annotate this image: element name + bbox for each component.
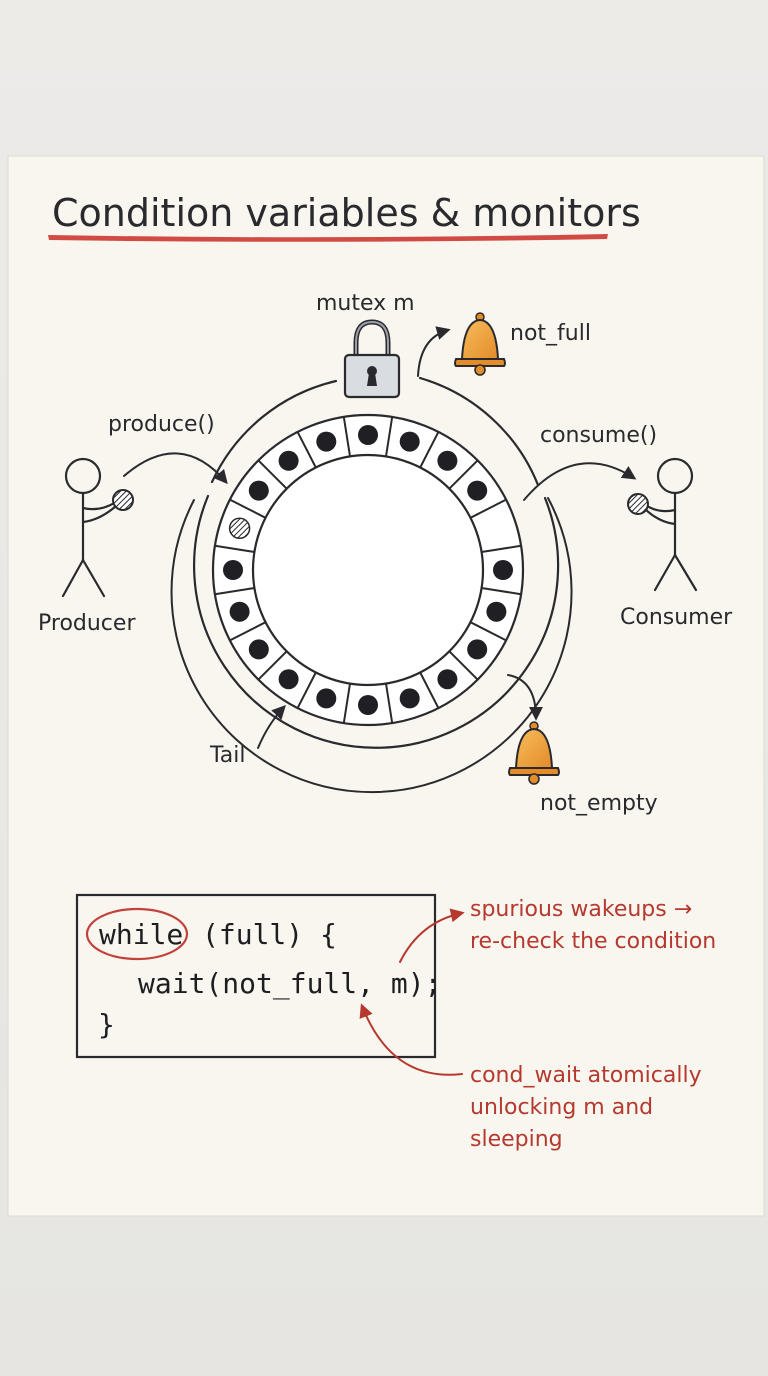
lock-icon <box>343 319 401 399</box>
producer-item-icon <box>112 489 134 511</box>
buffer-slot-item <box>223 560 243 580</box>
code-while-keyword: while <box>99 918 183 951</box>
buffer-slot-divider <box>257 459 288 490</box>
buffer-slot-item <box>278 450 299 471</box>
buffer-slot-item <box>467 639 488 660</box>
not-full-bell-icon <box>454 312 506 376</box>
buffer-slot-item <box>437 669 458 690</box>
produce-arrow <box>123 452 228 485</box>
produce-label: produce() <box>108 412 215 437</box>
buffer-slot-item <box>358 425 378 445</box>
buffer-slot-divider <box>385 416 394 457</box>
buffer-slot-divider <box>229 621 266 642</box>
buffer-inner-edge <box>251 453 485 687</box>
buffer-slot-divider <box>342 416 351 457</box>
buffer-slot-divider <box>214 587 255 596</box>
tail-label: Tail <box>209 743 246 768</box>
buffer-slot-item <box>437 450 458 471</box>
code-line1-rest: (full) { <box>202 918 337 951</box>
buffer-slot-divider <box>342 683 351 724</box>
buffer-slot-item <box>316 431 337 452</box>
spurious-note-line2: re-check the condition <box>470 929 716 954</box>
buffer-slot-item <box>316 688 337 709</box>
monitor-ring <box>170 376 573 794</box>
buffer-slot-item <box>248 480 269 501</box>
buffer-slot-divider <box>448 459 479 490</box>
buffer-slot-divider <box>419 431 440 468</box>
title-underline <box>48 234 608 242</box>
buffer-slot-item <box>399 431 420 452</box>
producer-label: Producer <box>38 611 136 636</box>
code-box <box>75 893 437 1059</box>
condwait-note-line3: sleeping <box>470 1127 563 1152</box>
buffer-slot-divider <box>296 672 317 709</box>
consumer-label: Consumer <box>620 605 733 630</box>
buffer-slot-divider <box>481 587 522 596</box>
buffer-slot-item <box>358 695 378 715</box>
consumer-item-icon <box>627 493 649 515</box>
not-empty-arrow <box>507 674 543 721</box>
buffer-slot-divider <box>229 498 266 519</box>
buffer-slot-divider <box>385 683 394 724</box>
consume-label: consume() <box>540 423 657 448</box>
not-full-label: not_full <box>510 321 591 346</box>
buffer-slot-divider <box>470 621 507 642</box>
condwait-note-line1: cond_wait atomically <box>470 1063 702 1088</box>
not-full-arrow <box>417 326 451 377</box>
buffer-slot-divider <box>257 650 288 681</box>
buffer-slot-divider <box>419 672 440 709</box>
buffer-slot-item <box>229 601 250 622</box>
buffer-slot-item-hatched <box>228 517 251 540</box>
consumer-figure <box>642 457 698 592</box>
page-title: Condition variables & monitors <box>52 191 641 235</box>
spurious-arrow <box>399 908 465 963</box>
code-line3: } <box>98 1008 115 1041</box>
buffer-slot-divider <box>296 431 317 468</box>
buffer-slot-divider <box>448 650 479 681</box>
buffer-slot-item <box>486 601 507 622</box>
condwait-note-line2: unlocking m and <box>470 1095 653 1120</box>
code-line2: wait(not_full, m); <box>138 967 441 1001</box>
buffer-slot-divider <box>481 544 522 553</box>
condwait-arrow <box>359 1003 463 1076</box>
buffer-slot-divider <box>214 544 255 553</box>
tail-arrow <box>257 704 286 749</box>
buffer-slot-item <box>467 480 488 501</box>
not-empty-label: not_empty <box>540 791 658 816</box>
spurious-note-line1: spurious wakeups → <box>470 897 692 922</box>
buffer-slot-item <box>493 560 513 580</box>
mutex-label: mutex m <box>316 291 415 316</box>
not-empty-bell-icon <box>508 721 560 785</box>
consume-arrow <box>523 462 637 501</box>
buffer-slot-item <box>278 669 299 690</box>
buffer-slot-divider <box>470 498 507 519</box>
circular-buffer <box>211 413 525 727</box>
while-circle <box>85 907 189 961</box>
buffer-slot-item <box>248 639 269 660</box>
buffer-slot-item <box>399 688 420 709</box>
